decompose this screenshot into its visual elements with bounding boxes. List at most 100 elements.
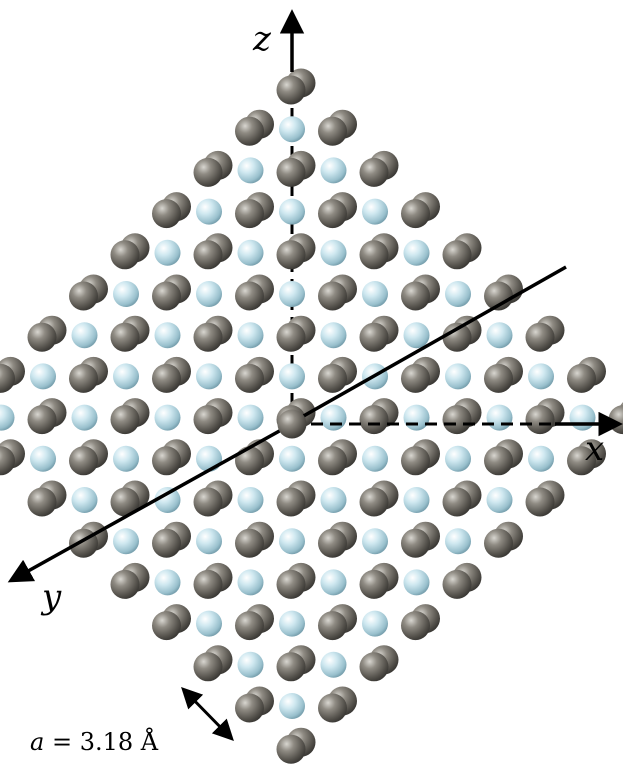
light-atom	[569, 404, 596, 431]
light-atom	[237, 487, 264, 513]
light-atom	[279, 363, 305, 390]
dark-atom	[401, 446, 430, 476]
dark-atom	[359, 487, 389, 517]
light-atom	[528, 363, 554, 390]
dark-atom	[69, 446, 98, 476]
light-atom	[196, 281, 222, 307]
dark-atom	[318, 116, 347, 146]
dark-atom	[318, 693, 347, 723]
dark-atom	[235, 693, 264, 723]
light-atom	[445, 528, 471, 555]
light-atom	[279, 693, 305, 719]
dark-atom	[152, 281, 181, 311]
dark-atom	[359, 569, 389, 599]
dark-atom	[110, 240, 140, 270]
lattice-parameter-label: a = 3.18 Å	[30, 728, 158, 756]
dark-atom	[276, 75, 306, 105]
dark-atom	[484, 363, 513, 393]
dark-atom	[193, 157, 223, 187]
light-atom	[113, 363, 139, 390]
dark-atom	[442, 487, 472, 517]
light-atom	[320, 404, 347, 431]
dark-atom	[401, 528, 430, 558]
light-atom	[154, 569, 181, 596]
light-atom	[362, 445, 388, 472]
light-atom	[362, 281, 388, 307]
lattice-equals: =	[44, 728, 80, 756]
light-atom	[528, 445, 554, 472]
lattice-value: 3.18	[79, 728, 134, 756]
dark-atom	[235, 199, 264, 229]
dark-atom	[276, 569, 306, 599]
dark-atom	[525, 405, 555, 435]
dark-atom	[235, 611, 264, 641]
light-atom	[154, 239, 181, 266]
light-atom	[362, 528, 388, 555]
light-atom	[486, 404, 513, 431]
y-axis-label: y	[42, 577, 62, 617]
dark-atom	[193, 405, 223, 435]
dark-atom	[276, 157, 306, 187]
light-atom	[362, 610, 388, 637]
light-atom	[403, 569, 430, 596]
light-atom	[403, 322, 430, 349]
dark-atom	[276, 652, 306, 682]
dark-atom	[193, 487, 223, 517]
dark-atom	[110, 405, 140, 435]
x-axis-label: x	[585, 429, 605, 469]
dark-atom	[442, 322, 472, 352]
light-atom	[445, 445, 471, 472]
light-atom	[486, 487, 513, 513]
dark-atom	[318, 281, 347, 311]
dark-atom	[442, 240, 472, 270]
dark-atom	[152, 528, 181, 558]
dark-atom	[235, 363, 264, 393]
light-atom	[196, 363, 222, 390]
light-atom	[403, 239, 430, 266]
y-axis-arrow	[7, 422, 293, 583]
dark-atom	[152, 611, 181, 641]
light-atom	[237, 157, 264, 184]
light-atom	[154, 322, 181, 349]
light-atom	[71, 487, 98, 513]
lattice-symbol: a	[30, 728, 45, 756]
light-atom	[279, 528, 305, 555]
dark-atom	[318, 611, 347, 641]
light-atom	[71, 404, 98, 431]
dark-atom	[235, 528, 264, 558]
dark-atom	[193, 322, 223, 352]
dark-atom	[110, 322, 140, 352]
light-atom	[320, 569, 347, 596]
dark-atom	[193, 652, 223, 682]
light-atom	[279, 198, 305, 225]
dark-atom	[27, 487, 57, 517]
light-atom	[237, 322, 264, 349]
light-atom	[486, 322, 513, 349]
visible-axis-segments	[7, 9, 623, 742]
light-atom	[71, 322, 98, 349]
light-atom	[154, 404, 181, 431]
light-atom	[196, 445, 222, 472]
lattice-unit: Å	[140, 728, 159, 756]
dark-atom	[318, 446, 347, 476]
dark-atom	[69, 281, 98, 311]
dark-atom	[442, 569, 472, 599]
atom-lattice	[0, 68, 623, 764]
light-atom	[237, 239, 264, 266]
dark-atom	[235, 446, 264, 476]
light-atom	[0, 404, 15, 431]
dark-atom	[401, 199, 430, 229]
dark-atom	[484, 528, 513, 558]
light-atom	[320, 651, 347, 678]
dark-atom	[567, 363, 596, 393]
dark-atom	[318, 199, 347, 229]
dark-atom	[359, 652, 389, 682]
dark-atom	[69, 363, 98, 393]
light-atom	[279, 281, 305, 307]
dark-atom	[0, 363, 15, 393]
dark-atom	[318, 528, 347, 558]
lattice-spacing-double-arrow-icon	[181, 686, 234, 742]
origin-atom	[277, 409, 307, 439]
dark-atom	[276, 487, 306, 517]
